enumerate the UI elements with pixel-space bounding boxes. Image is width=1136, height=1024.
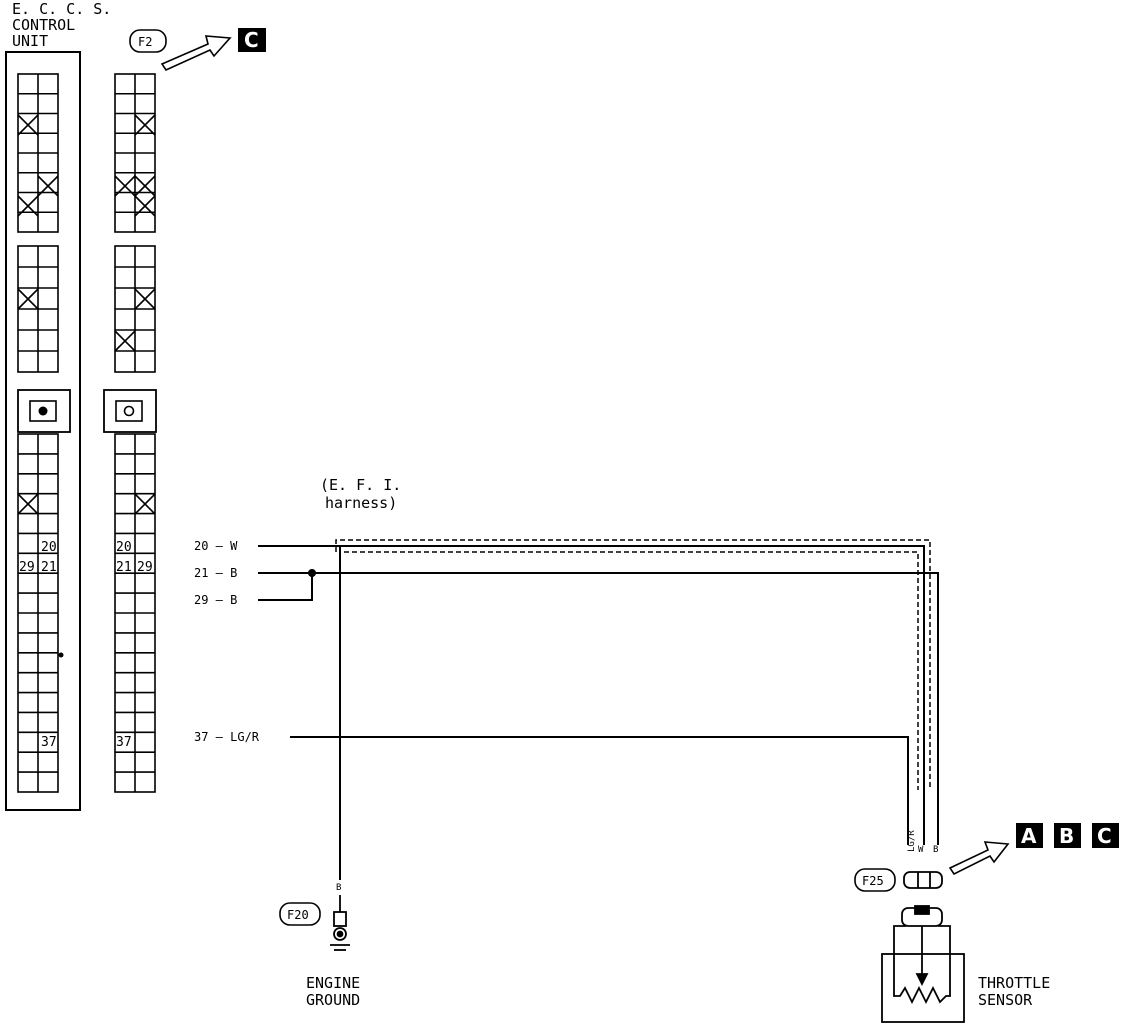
f2-connector-tag: F2: [129, 29, 167, 53]
f25-connector: [903, 871, 943, 889]
f2-connector-grid-right: [114, 73, 156, 793]
ecu-title: E. C. C. S. CONTROL UNIT: [12, 0, 111, 50]
ecu-connector-dot: [58, 652, 64, 658]
sensor-line1: THROTTLE: [978, 974, 1050, 992]
wire-21-b: [258, 572, 939, 845]
ref-c-top-label: C: [244, 28, 259, 52]
efi-harness-label: (E. F. I. harness): [320, 476, 401, 512]
ref-box-c: C: [1092, 823, 1119, 848]
sensor-reference-arrow: [948, 841, 1010, 876]
wire-label-37: 37 — LG/R: [194, 730, 260, 744]
ref-box-c-top: C: [238, 28, 266, 52]
ground-symbol: [330, 895, 350, 951]
ecu-control-unit-box: [5, 51, 81, 811]
f2-connector-latch: [103, 389, 157, 433]
f20-connector-tag: F20: [279, 902, 321, 926]
harness-line1: (E. F. I.: [320, 476, 401, 494]
ecu-pin-37: 37: [41, 735, 57, 750]
ref-b-label: B: [1059, 824, 1074, 848]
wire-label-20: 20 — W: [194, 539, 238, 553]
ref-a-label: A: [1021, 824, 1037, 848]
f2-pin-20: 20: [116, 540, 132, 555]
ecu-title-line1: E. C. C. S.: [12, 0, 111, 18]
sensor-wire-labels: LG/R W B: [907, 830, 938, 855]
sensor-wire-lgr: LG/R: [907, 830, 917, 852]
wires: [258, 545, 939, 880]
f25-connector-tag: F25: [854, 868, 896, 892]
throttle-sensor-label: THROTTLE SENSOR: [978, 974, 1050, 1009]
ref-box-b: B: [1054, 823, 1081, 848]
ground-line1: ENGINE: [306, 974, 360, 992]
ecu-connector-grid-left: [17, 73, 59, 793]
ground-wire-color: B: [336, 883, 341, 893]
sensor-wire-b: B: [933, 845, 938, 855]
f2-pin-labels: 20 21 29 37: [116, 540, 153, 750]
sensor-wire-w: W: [918, 845, 924, 855]
ref-c-label: C: [1097, 824, 1112, 848]
harness-line2: harness): [325, 494, 397, 512]
shield-wire: [335, 539, 931, 790]
wire-sensor-w: [340, 545, 925, 845]
ecu-title-line2: CONTROL: [12, 16, 75, 34]
wire-29-b: [258, 573, 313, 601]
ecu-pin-21: 21: [41, 560, 57, 575]
f2-pin-37: 37: [116, 735, 132, 750]
f2-label: F2: [138, 35, 152, 49]
wire-labels: 20 — W 21 — B 29 — B 37 — LG/R: [194, 539, 260, 744]
ref-box-a: A: [1016, 823, 1043, 848]
engine-ground-label: ENGINE GROUND: [306, 974, 360, 1009]
wire-label-29: 29 — B: [194, 593, 237, 607]
f2-pin-21: 21: [116, 560, 132, 575]
ecu-connector-latch: [17, 389, 71, 433]
ground-line2: GROUND: [306, 991, 360, 1009]
ecu-pin-29: 29: [19, 560, 35, 575]
wire-label-21: 21 — B: [194, 566, 237, 580]
splice-dot: [308, 569, 316, 577]
sensor-line2: SENSOR: [978, 991, 1033, 1009]
f25-label: F25: [862, 874, 884, 888]
wire-37-lgr: [290, 736, 909, 845]
f20-label: F20: [287, 908, 309, 922]
ecu-pin-20: 20: [41, 540, 57, 555]
ecu-title-line3: UNIT: [12, 32, 48, 50]
f2-pin-29: 29: [137, 560, 153, 575]
ecu-pin-labels: 20 29 21 37: [19, 540, 57, 750]
f2-reference-arrow: [160, 35, 232, 72]
throttle-sensor-symbol: [881, 905, 965, 1023]
